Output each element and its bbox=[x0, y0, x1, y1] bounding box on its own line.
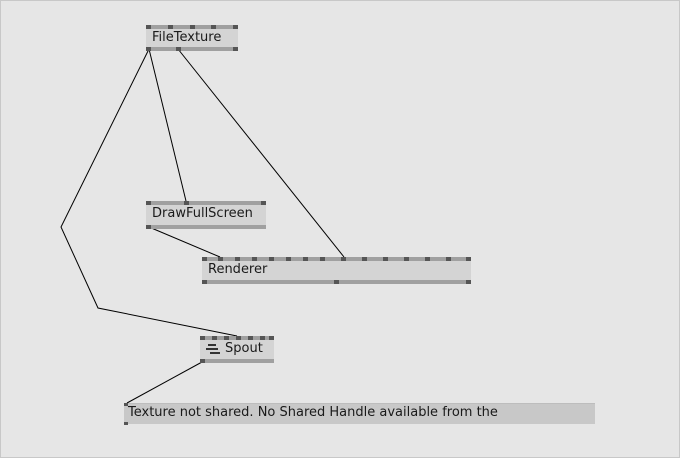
wire-filetexture-to-drawfullscreen[interactable] bbox=[148, 48, 187, 202]
wire-filetexture-to-spout[interactable] bbox=[60, 48, 238, 337]
node-label: Spout bbox=[225, 341, 263, 356]
input-pin[interactable] bbox=[248, 336, 253, 340]
output-pin[interactable] bbox=[146, 225, 151, 229]
node-label: FileTexture bbox=[152, 30, 222, 45]
input-pin[interactable] bbox=[446, 257, 451, 261]
input-pin[interactable] bbox=[124, 403, 128, 406]
input-pin[interactable] bbox=[269, 257, 274, 261]
node-renderer[interactable]: Renderer bbox=[202, 257, 471, 284]
spout-icon bbox=[206, 344, 220, 354]
input-pin[interactable] bbox=[212, 336, 217, 340]
input-pin[interactable] bbox=[404, 257, 409, 261]
node-spout[interactable]: Spout bbox=[200, 336, 274, 363]
output-pin[interactable] bbox=[146, 47, 151, 51]
input-pin[interactable] bbox=[320, 257, 325, 261]
input-pin[interactable] bbox=[146, 25, 151, 29]
input-pin[interactable] bbox=[286, 257, 291, 261]
input-pin[interactable] bbox=[202, 257, 207, 261]
input-pin[interactable] bbox=[224, 336, 229, 340]
output-pin[interactable] bbox=[124, 422, 128, 425]
node-filetexture[interactable]: FileTexture bbox=[146, 25, 238, 51]
input-pin[interactable] bbox=[383, 257, 388, 261]
input-pin[interactable] bbox=[168, 25, 173, 29]
status-message-text: Texture not shared. No Shared Handle ava… bbox=[128, 405, 498, 420]
wire-drawfullscreen-to-renderer[interactable] bbox=[148, 226, 221, 258]
wire-filetexture-to-renderer[interactable] bbox=[177, 48, 345, 258]
input-pin[interactable] bbox=[252, 257, 257, 261]
input-pin[interactable] bbox=[425, 257, 430, 261]
input-pin[interactable] bbox=[303, 257, 308, 261]
input-pin[interactable] bbox=[261, 201, 266, 205]
input-pin[interactable] bbox=[146, 201, 151, 205]
input-pin[interactable] bbox=[341, 257, 346, 261]
input-pin[interactable] bbox=[236, 336, 241, 340]
input-pin[interactable] bbox=[233, 25, 238, 29]
output-pin[interactable] bbox=[200, 359, 205, 363]
output-pin[interactable] bbox=[334, 280, 339, 284]
output-pin[interactable] bbox=[176, 47, 181, 51]
input-pin[interactable] bbox=[362, 257, 367, 261]
input-pin[interactable] bbox=[235, 257, 240, 261]
output-pin[interactable] bbox=[202, 280, 207, 284]
input-pin[interactable] bbox=[200, 336, 205, 340]
input-pin[interactable] bbox=[190, 25, 195, 29]
input-pin[interactable] bbox=[184, 201, 189, 205]
node-label: DrawFullScreen bbox=[152, 206, 253, 221]
node-label: Renderer bbox=[208, 262, 268, 277]
output-pin[interactable] bbox=[233, 47, 238, 51]
wire-spout-to-message[interactable] bbox=[126, 361, 203, 404]
input-pin[interactable] bbox=[218, 257, 223, 261]
input-pin[interactable] bbox=[269, 336, 274, 340]
node-drawfullscreen[interactable]: DrawFullScreen bbox=[146, 201, 266, 229]
input-pin[interactable] bbox=[466, 257, 471, 261]
status-message-box[interactable]: Texture not shared. No Shared Handle ava… bbox=[124, 403, 595, 425]
input-pin[interactable] bbox=[260, 336, 265, 340]
output-pin[interactable] bbox=[466, 280, 471, 284]
input-pin[interactable] bbox=[211, 25, 216, 29]
